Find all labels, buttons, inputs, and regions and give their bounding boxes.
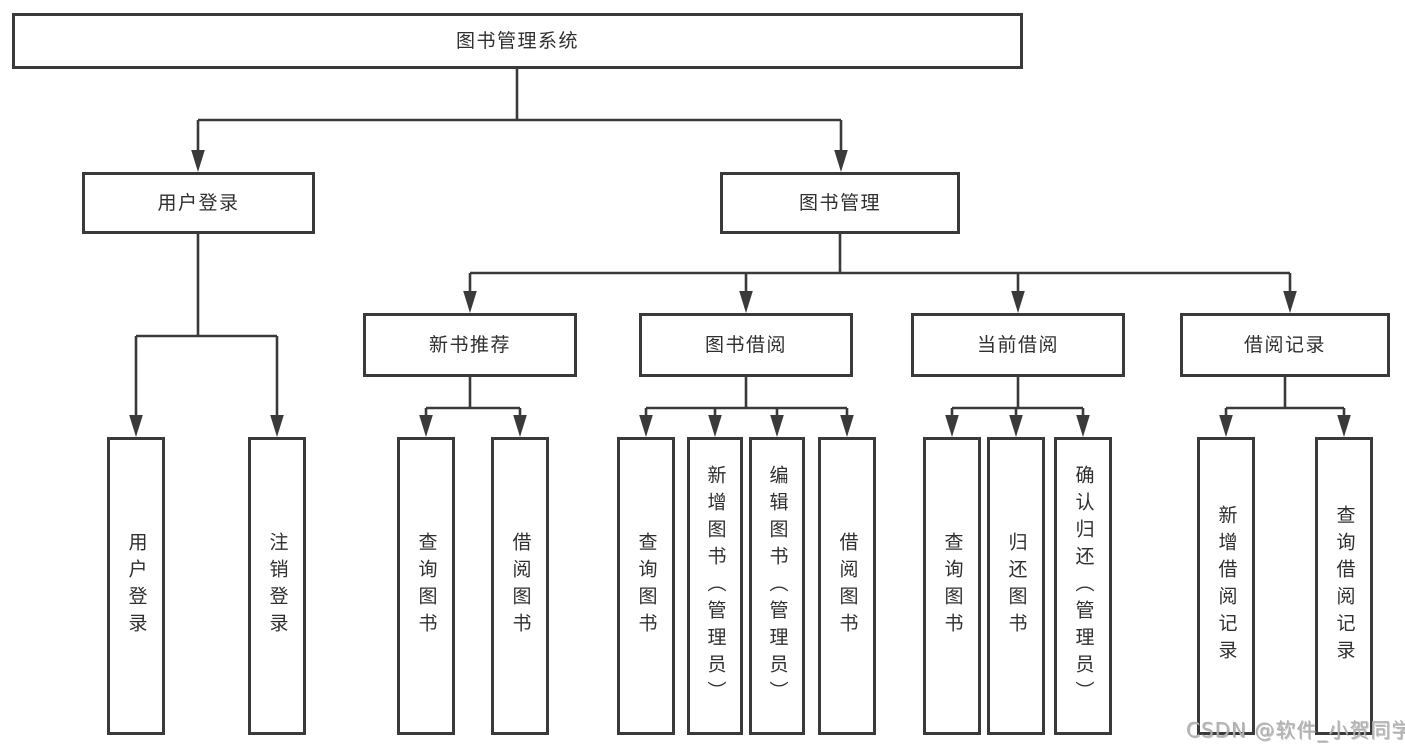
leaf-query-books-borrow-label: 查询图书 xyxy=(635,532,658,640)
leaf-query-books-current-label: 查询图书 xyxy=(941,532,964,640)
leaf-query-books-recommend-label: 查询图书 xyxy=(415,532,438,640)
leaf-borrow-books-recommend-label: 借阅图书 xyxy=(509,532,532,640)
leaf-borrow-books-recommend: 借阅图书 xyxy=(491,437,549,735)
node-borrow-records-label: 借阅记录 xyxy=(1243,333,1326,356)
leaf-confirm-return-admin-label: 确认归还（管理员） xyxy=(1072,464,1095,708)
leaf-query-borrow-record: 查询借阅记录 xyxy=(1315,437,1373,735)
node-book-management-label: 图书管理 xyxy=(798,191,881,214)
leaf-confirm-return-admin: 确认归还（管理员） xyxy=(1054,437,1112,735)
node-user-login-label: 用户登录 xyxy=(157,191,240,214)
leaf-query-books-recommend: 查询图书 xyxy=(397,437,455,735)
leaf-user-login-label: 用户登录 xyxy=(125,532,148,640)
leaf-add-books-admin-label: 新增图书（管理员） xyxy=(704,464,727,708)
node-root-system-label: 图书管理系统 xyxy=(455,29,579,52)
node-user-login: 用户登录 xyxy=(82,172,315,234)
leaf-user-login: 用户登录 xyxy=(107,437,165,735)
node-book-borrow: 图书借阅 xyxy=(639,313,853,377)
leaf-return-books-label: 归还图书 xyxy=(1005,532,1028,640)
leaf-borrow-books-label: 借阅图书 xyxy=(836,532,859,640)
leaf-borrow-books: 借阅图书 xyxy=(818,437,876,735)
node-borrow-records: 借阅记录 xyxy=(1180,313,1390,377)
leaf-add-books-admin: 新增图书（管理员） xyxy=(687,437,743,735)
node-current-borrow-label: 当前借阅 xyxy=(976,333,1059,356)
leaf-query-books-borrow: 查询图书 xyxy=(617,437,675,735)
node-new-book-recommend-label: 新书推荐 xyxy=(428,333,511,356)
leaf-add-borrow-record-label: 新增借阅记录 xyxy=(1215,505,1238,667)
leaf-query-borrow-record-label: 查询借阅记录 xyxy=(1333,505,1356,667)
node-new-book-recommend: 新书推荐 xyxy=(363,313,577,377)
leaf-edit-books-admin: 编辑图书（管理员） xyxy=(749,437,805,735)
leaf-add-borrow-record: 新增借阅记录 xyxy=(1197,437,1255,735)
node-book-management: 图书管理 xyxy=(720,172,960,234)
leaf-edit-books-admin-label: 编辑图书（管理员） xyxy=(766,464,789,708)
node-current-borrow: 当前借阅 xyxy=(911,313,1125,377)
leaf-return-books: 归还图书 xyxy=(987,437,1045,735)
csdn-watermark: CSDN @软件_小贺同学 xyxy=(1186,718,1405,742)
node-root-system: 图书管理系统 xyxy=(12,13,1023,69)
leaf-logout-login: 注销登录 xyxy=(248,437,306,735)
leaf-logout-login-label: 注销登录 xyxy=(266,532,289,640)
node-book-borrow-label: 图书借阅 xyxy=(704,333,787,356)
leaf-query-books-current: 查询图书 xyxy=(923,437,981,735)
